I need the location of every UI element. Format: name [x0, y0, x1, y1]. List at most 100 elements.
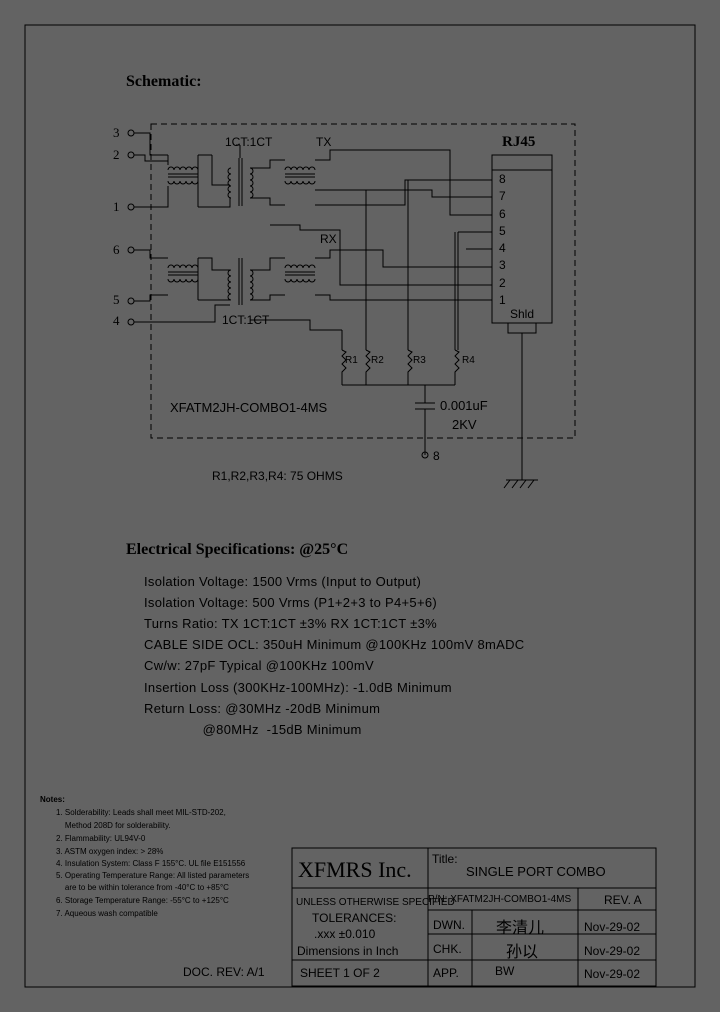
tolerance-line: UNLESS OTHERWISE SPECIFIED	[296, 897, 455, 908]
note-line: 1. Solderability: Leads shall meet MIL-S…	[56, 808, 226, 817]
transformer-secondary	[249, 167, 254, 199]
wire	[315, 179, 492, 206]
wire	[134, 304, 230, 323]
title-value: SINGLE PORT COMBO	[466, 864, 606, 879]
pin-terminal	[127, 246, 135, 254]
chk-date: Nov-29-02	[584, 944, 641, 958]
spec-line: Insertion Loss (300KHz-100MHz): -1.0dB M…	[144, 680, 452, 695]
ct-ratio-bottom: 1CT:1CT	[222, 313, 270, 327]
cap-pin-label: 8	[433, 449, 440, 463]
pin-label: 5	[113, 292, 120, 307]
wire	[134, 132, 168, 156]
note-line: 4. Insulation System: Class F 155°C. UL …	[56, 859, 246, 868]
choke-coil	[167, 166, 199, 171]
part-number: P/N: XFATM2JH-COMBO1-4MS	[428, 894, 572, 905]
pin-terminal	[127, 151, 135, 159]
title-label: Title:	[432, 852, 458, 866]
pin-terminal	[127, 318, 135, 326]
spec-line: Isolation Voltage: 1500 Vrms (Input to O…	[144, 574, 422, 589]
app-signature: BW	[495, 964, 515, 978]
tx-label: TX	[316, 135, 332, 149]
resistor-note: R1,R2,R3,R4: 75 OHMS	[212, 469, 343, 483]
choke-coil	[167, 278, 199, 283]
chk-label: CHK.	[433, 942, 462, 956]
resistor-r1	[341, 349, 347, 374]
notes-heading: Notes:	[40, 795, 65, 804]
choke-coil	[284, 278, 316, 283]
resistor-label: R1	[345, 355, 358, 366]
cap-voltage: 2KV	[452, 417, 477, 432]
rj45-pin: 3	[499, 258, 506, 272]
wire	[250, 159, 285, 169]
rj45-pin: 4	[499, 241, 506, 255]
choke-coil	[167, 180, 199, 185]
transformer-primary	[227, 167, 232, 199]
ground-hatch	[527, 479, 535, 489]
chk-signature: 孙以	[506, 942, 539, 961]
note-line: 3. ASTM oxygen index: > 28%	[56, 847, 164, 856]
tolerance-line: TOLERANCES:	[312, 911, 397, 925]
ground-hatch	[503, 479, 511, 489]
rj45-title: RJ45	[502, 134, 536, 150]
resistor-r4	[454, 349, 460, 374]
revision: REV. A	[604, 893, 642, 907]
note-line: Method 208D for solderability.	[56, 821, 171, 830]
electrical-heading: Electrical Specifications: @25°C	[126, 541, 349, 558]
wire	[250, 319, 342, 331]
wire	[134, 154, 168, 162]
pin-label: 1	[113, 199, 120, 214]
note-line: 2. Flammability: UL94V-0	[56, 834, 146, 843]
transformer-secondary	[249, 269, 254, 301]
rj45-pin: 5	[499, 224, 506, 238]
schematic-heading: Schematic:	[126, 73, 202, 90]
cap-value: 0.001uF	[440, 398, 488, 413]
resistor-label: R2	[371, 355, 384, 366]
spec-line: Isolation Voltage: 500 Vrms (P1+2+3 to P…	[144, 595, 438, 610]
wire	[315, 149, 492, 216]
dwn-date: Nov-29-02	[584, 920, 641, 934]
rj45-pin: 1	[499, 293, 506, 307]
dwn-label: DWN.	[433, 918, 465, 932]
rx-label: RX	[320, 232, 337, 246]
wire	[212, 198, 231, 208]
choke-coil	[284, 166, 316, 171]
app-label: APP.	[433, 966, 459, 980]
ground-hatch	[519, 479, 527, 489]
pin-terminal	[127, 297, 135, 305]
pin-label: 4	[113, 313, 120, 328]
rj45-pin: 2	[499, 276, 506, 290]
spec-line: Cw/w: 27pF Typical @100KHz 100mV	[144, 658, 374, 673]
resistor-r2	[365, 349, 371, 374]
spec-line: Turns Ratio: TX 1CT:1CT ±3% RX 1CT:1CT ±…	[144, 616, 437, 631]
note-line: 7. Aqueous wash compatible	[56, 909, 158, 918]
ground-hatch	[511, 479, 519, 489]
note-line: 5. Operating Temperature Range: All list…	[56, 871, 250, 880]
shield-label: Shld	[510, 307, 535, 321]
company-name: XFMRS Inc.	[298, 857, 412, 882]
wire	[250, 197, 285, 206]
transformer-primary	[227, 269, 232, 301]
ct-ratio-top: 1CT:1CT	[225, 135, 273, 149]
choke-coil	[284, 264, 316, 269]
pin-label: 2	[113, 147, 120, 162]
rj45-pin: 6	[499, 207, 506, 221]
module-outline	[150, 123, 576, 439]
spec-line: Return Loss: @30MHz -20dB Minimum	[144, 701, 381, 716]
note-line: 6. Storage Temperature Range: -55°C to +…	[56, 896, 229, 905]
rj45-pin: 7	[499, 189, 506, 203]
cap-terminal	[421, 451, 429, 459]
wire	[315, 294, 492, 301]
choke-coil	[167, 264, 199, 269]
wire	[134, 294, 168, 302]
resistor-label: R4	[462, 355, 475, 366]
pin-label: 3	[113, 125, 120, 140]
shield-tab	[507, 322, 537, 334]
choke-coil	[284, 180, 316, 185]
title-block	[291, 847, 657, 987]
wire	[250, 257, 285, 271]
sheet-number: SHEET 1 OF 2	[300, 966, 380, 980]
wire	[250, 294, 285, 301]
pin-terminal	[127, 203, 135, 211]
pin-label: 6	[113, 242, 120, 257]
